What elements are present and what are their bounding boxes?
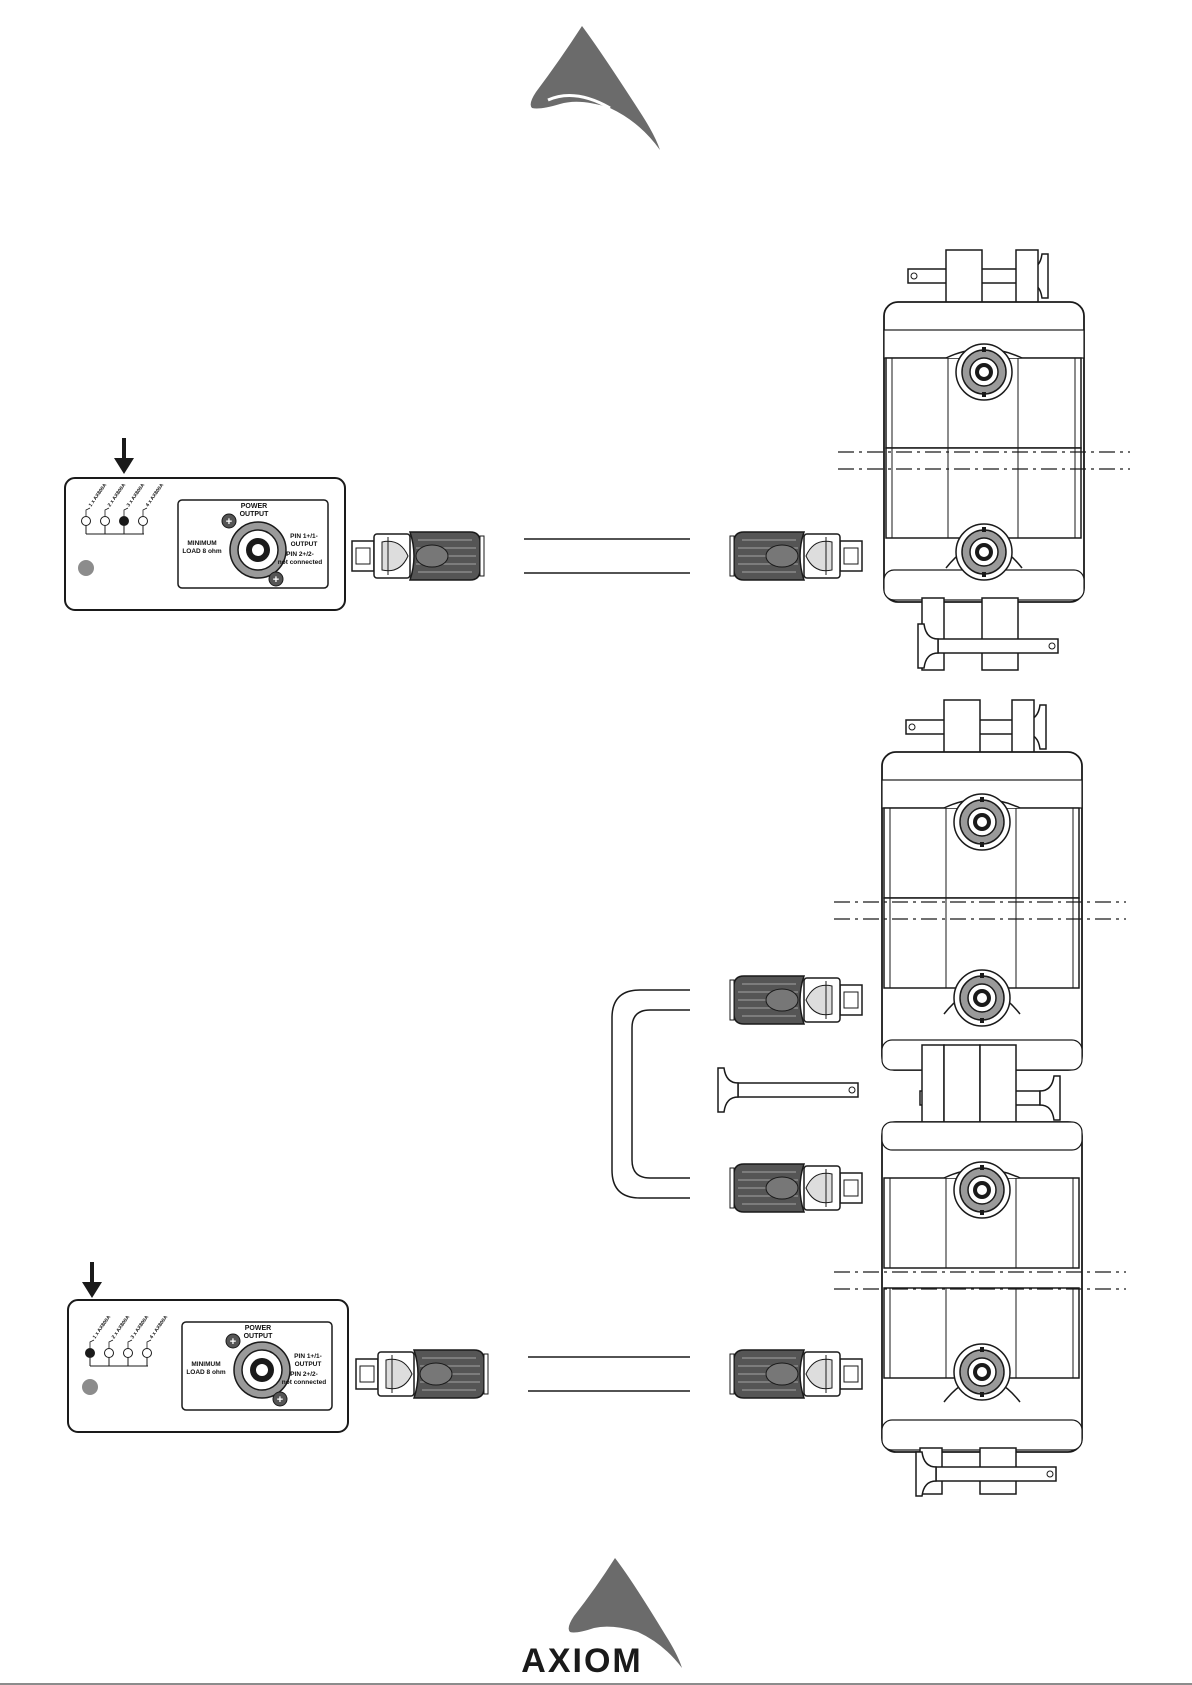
brand-name: AXIOM: [521, 1642, 642, 1680]
svg-text:+: +: [230, 1336, 236, 1348]
speaker-cabinet-top: [838, 250, 1130, 670]
speakon-connector-icon: [352, 532, 484, 580]
speaker-cable-bottom: [356, 1350, 862, 1398]
svg-text:+: +: [277, 1394, 283, 1406]
svg-text:+: +: [226, 516, 232, 528]
arrow-down-icon: [82, 1262, 102, 1298]
pin1-label: PIN 1+/1-OUTPUT: [290, 533, 318, 548]
speakon-connector-icon: [356, 1350, 488, 1398]
led-indicator: [78, 560, 94, 576]
speakon-connector-icon: [730, 532, 862, 580]
arrow-down-icon: [114, 438, 134, 474]
speakon-connector-icon: [730, 1350, 862, 1398]
svg-text:+: +: [273, 574, 279, 586]
speakon-connector-icon: [730, 976, 862, 1024]
logo-icon: [531, 26, 660, 150]
speakon-connector-icon: [730, 1164, 862, 1212]
pin1-label: PIN 1+/1-OUTPUT: [294, 1353, 322, 1368]
brand-logo: AXIOM: [521, 1558, 682, 1680]
speaker-cable-top: [352, 532, 862, 580]
led-indicator: [82, 1379, 98, 1395]
